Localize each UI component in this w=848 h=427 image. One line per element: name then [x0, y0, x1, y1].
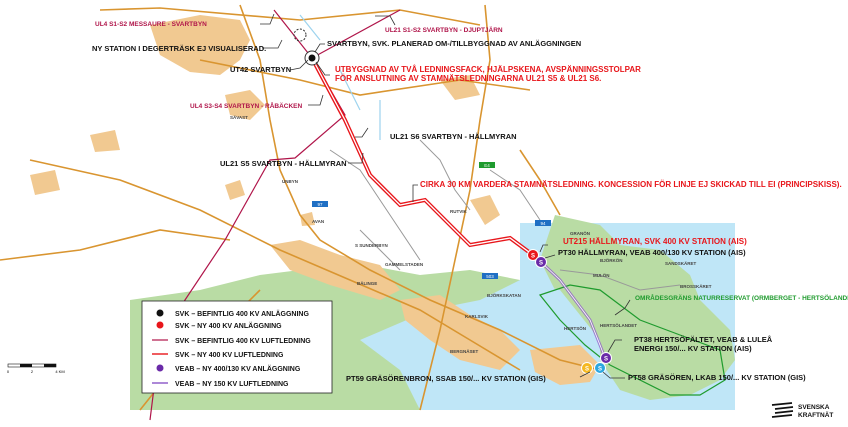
svg-text:GAMMELSTADEN: GAMMELSTADEN — [385, 262, 423, 267]
svg-text:VEAB – NY 400/130 KV ANLÄGGNIN: VEAB – NY 400/130 KV ANLÄGGNING — [175, 365, 301, 373]
svg-text:VEAB – NY 150 KV LUFTLEDNING: VEAB – NY 150 KV LUFTLEDNING — [175, 381, 289, 388]
svg-text:SVK – BEFINTLIG 400 KV LUFTLE: SVK – BEFINTLIG 400 KV LUFTLEDNING — [175, 338, 311, 345]
svg-text:2: 2 — [31, 369, 34, 374]
label-utbyggnad-1: UTBYGGNAD AV TVÅ LEDNINGSFACK, HJÄLPSKEN… — [335, 65, 641, 74]
svg-text:SVK – NY 400 KV ANLÄGGNING: SVK – NY 400 KV ANLÄGGNING — [175, 322, 282, 330]
svg-text:SÄVAST: SÄVAST — [230, 114, 248, 120]
svg-text:94: 94 — [540, 221, 546, 226]
label-ul21-s1s2: UL21 S1-S2 SVARTBYN - DJUPTJÄRN — [385, 26, 503, 34]
svg-text:S: S — [531, 254, 535, 260]
legend: SVK – BEFINTLIG 400 KV ANLÄGGNING SVK – … — [141, 300, 333, 394]
label-utbyggnad-2: FÖR ANSLUTNING AV STAMNÄTSLEDNINGARNA UL… — [335, 74, 601, 83]
nature-reserve-boundary — [538, 284, 726, 396]
legend-item-veab-line: VEAB – NY 150 KV LUFTLEDNING — [152, 381, 289, 388]
svg-text:S: S — [539, 261, 543, 267]
svg-text:BÄLINGE: BÄLINGE — [357, 280, 377, 286]
svg-text:KARLSVIK: KARLSVIK — [465, 314, 489, 319]
svg-text:S SUNDERBYN: S SUNDERBYN — [355, 243, 388, 248]
label-ut42: UT42 SVARTBYN — [230, 65, 291, 74]
svg-text:SANDSKÄRET: SANDSKÄRET — [665, 260, 697, 266]
svg-text:HERTSÖN: HERTSÖN — [564, 325, 586, 331]
station-pt59[interactable]: S — [581, 362, 593, 374]
legend-item-svk-new-line: SVK – NY 400 KV LUFTLEDNING — [152, 352, 284, 359]
svg-text:SVK – BEFINTLIG 400 KV ANLÄGGN: SVK – BEFINTLIG 400 KV ANLÄGGNING — [175, 310, 309, 318]
label-pt58: PT58 GRÄSÖREN, LKAB 150/... KV STATION (… — [628, 373, 806, 382]
svg-text:MULÖN: MULÖN — [593, 272, 610, 278]
label-ul4-s1s2: UL4 S1-S2 MESSAURE - SVARTBYN — [95, 21, 207, 28]
road-sign-94: 94 — [535, 220, 551, 226]
svg-text:HERTSÖLANDET: HERTSÖLANDET — [600, 322, 637, 328]
station-ut215[interactable]: S — [527, 249, 539, 261]
road-sign-503: 503 — [482, 273, 498, 279]
svg-text:0: 0 — [7, 369, 10, 374]
svg-text:BJÖRKSKATAN: BJÖRKSKATAN — [487, 292, 521, 298]
svg-text:503: 503 — [486, 274, 494, 279]
station-svartbyn[interactable] — [293, 28, 320, 66]
label-pt59: PT59 GRÄSÖRENBRON, SSAB 150/... KV STATI… — [346, 374, 546, 383]
svg-text:UNBYN: UNBYN — [282, 179, 298, 184]
svenska-kraftnat-logo: SVENSKA KRAFTNÄT — [771, 402, 833, 419]
label-ul21-s6: UL21 S6 SVARTBYN - HÄLLMYRAN — [390, 132, 517, 141]
label-svartbyn-svk: SVARTBYN, SVK. PLANERAD OM-/TILLBYGGNAD … — [327, 39, 581, 48]
label-cirka-30-km: CIRKA 30 KM VARDERA STAMNÄTSLEDNING. KON… — [420, 180, 842, 189]
label-ny-station: NY STATION I DEGERTRÄSK EJ VISUALISERAD. — [92, 44, 266, 53]
svg-text:BJÖRKÖN: BJÖRKÖN — [600, 257, 623, 263]
legend-item-veab-station: VEAB – NY 400/130 KV ANLÄGGNING — [156, 364, 301, 373]
veab-lines-inner — [540, 261, 606, 359]
svg-text:GRANÖN: GRANÖN — [570, 230, 590, 236]
place-names: SÄVAST UNBYN AVAN RUTVIK S SUNDERBYN GAM… — [230, 114, 712, 354]
svg-text:SVENSKA: SVENSKA — [798, 404, 830, 411]
svg-text:4 KM: 4 KM — [55, 369, 64, 374]
label-pt38-line1: PT38 HERTSÖFÄLTET, VEAB & LULEÅ — [634, 335, 773, 344]
label-ul21-s5: UL21 S5 SVARTBYN - HÄLLMYRAN — [220, 159, 347, 168]
svg-text:S: S — [585, 367, 589, 373]
station-pt58[interactable]: S — [594, 362, 606, 374]
svg-text:BROSSKÄRET: BROSSKÄRET — [680, 283, 712, 289]
label-pt30: PT30 HÄLLMYRAN, VEAB 400/130 KV STATION … — [558, 248, 746, 257]
road-sign-e4: E4 — [479, 162, 495, 168]
legend-item-svk-new-station: SVK – NY 400 KV ANLÄGGNING — [156, 321, 282, 330]
station-pt30[interactable]: S — [535, 256, 547, 268]
land-area-east — [540, 215, 735, 400]
svg-text:BERGNÄSET: BERGNÄSET — [450, 348, 479, 354]
road-sign-97: 97 — [312, 201, 328, 207]
station-pt38[interactable]: S — [600, 352, 612, 364]
rivers — [299, 14, 381, 140]
svg-text:SVK – NY 400 KV LUFTLEDNING: SVK – NY 400 KV LUFTLEDNING — [175, 352, 284, 359]
svg-text:KRAFTNÄT: KRAFTNÄT — [798, 411, 833, 419]
scale-bar: 0 2 4 KM — [7, 363, 65, 374]
svg-text:RUTVIK: RUTVIK — [450, 209, 468, 214]
label-ut215: UT215 HÄLLMYRAN, SVK 400 KV STATION (AIS… — [563, 237, 747, 246]
legend-item-svk-existing-line: SVK – BEFINTLIG 400 KV LUFTLEDNING — [152, 338, 311, 345]
svg-text:E4: E4 — [484, 163, 490, 168]
legend-item-svk-existing-station: SVK – BEFINTLIG 400 KV ANLÄGGNING — [156, 309, 309, 318]
leader-lines — [260, 13, 631, 379]
svg-text:AVAN: AVAN — [312, 219, 324, 224]
label-ul4-s3s4: UL4 S3-S4 SVARTBYN - RÅBÄCKEN — [190, 101, 303, 110]
svg-text:S: S — [598, 367, 602, 373]
label-pt38-line2: ENERGI 150/... KV STATION (AIS) — [634, 344, 752, 353]
label-omradesgrans: OMRÅDESGRÄNS NATURRESERVAT (ORMBERGET - … — [635, 293, 848, 302]
svg-text:97: 97 — [317, 202, 323, 207]
svg-text:S: S — [604, 357, 608, 363]
svk-new-lines — [310, 57, 535, 257]
